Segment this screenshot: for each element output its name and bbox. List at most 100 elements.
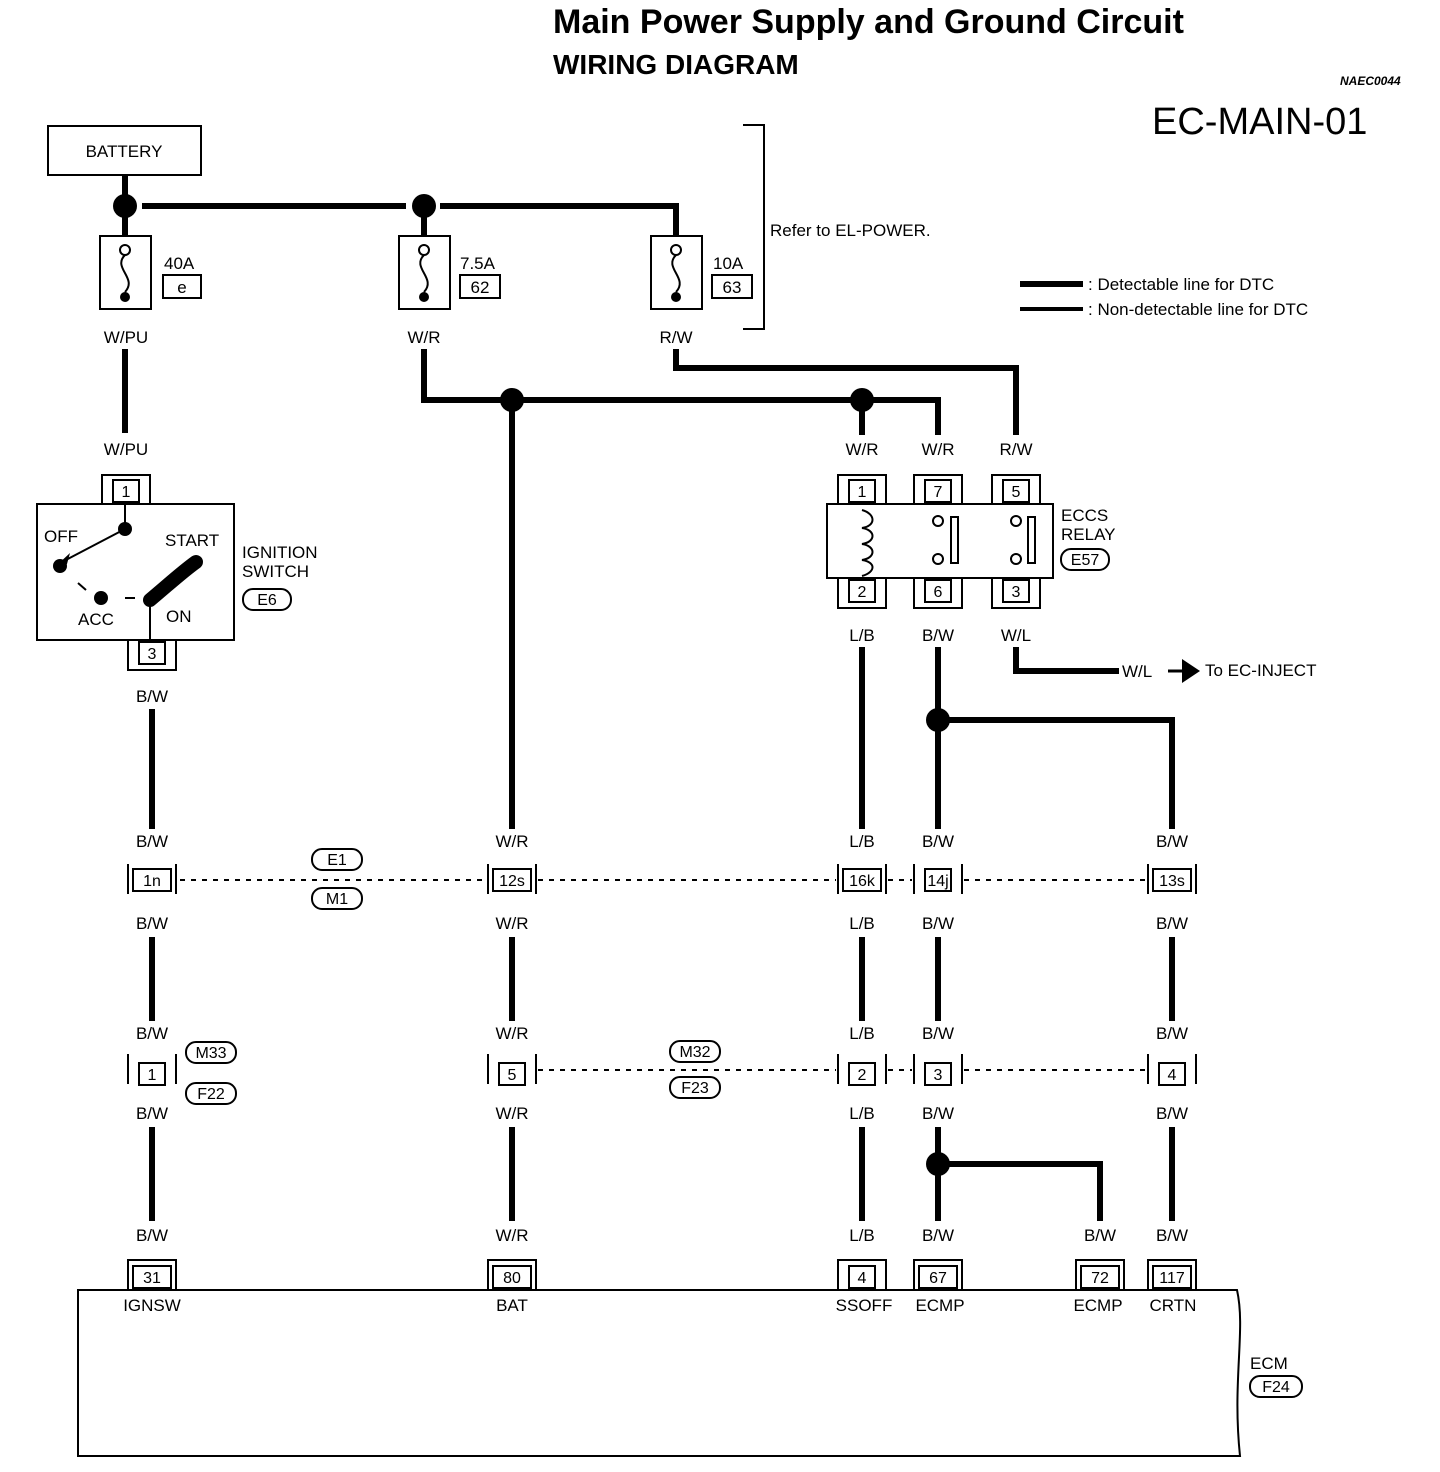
wire-color: R/W	[999, 440, 1032, 459]
connector-id: F24	[1262, 1379, 1290, 1396]
connector-tag	[185, 1082, 237, 1105]
wire-color: W/R	[495, 1104, 528, 1123]
legend-non-detectable: : Non-detectable line for DTC	[1088, 300, 1308, 319]
pin-number: 1n	[143, 873, 161, 890]
fuse-rating: 7.5A	[460, 254, 496, 273]
page-id: EC-MAIN-01	[1152, 101, 1367, 143]
refer-bracket	[743, 124, 765, 330]
ecm-terminal: ECMP	[1073, 1296, 1122, 1315]
pin-number: 6	[934, 584, 943, 601]
pin-number: 2	[858, 584, 867, 601]
wire-color: B/W	[136, 1104, 168, 1123]
pin-number: 80	[503, 1270, 521, 1287]
wire-color: B/W	[136, 914, 168, 933]
fuse-id: 62	[471, 278, 490, 297]
wire-color: L/B	[849, 1226, 875, 1245]
wire-b-w	[947, 1161, 1103, 1221]
connector-tag	[669, 1040, 721, 1063]
switch-pos-off: OFF	[44, 527, 78, 546]
pin-number: 2	[858, 1067, 867, 1084]
ecm-name: ECM	[1250, 1354, 1288, 1373]
wire-r-w	[673, 349, 1019, 435]
wire-color: B/W	[922, 1104, 954, 1123]
pin-number: 12s	[499, 873, 525, 890]
junction-dot	[926, 1152, 950, 1176]
connector-id: M33	[195, 1045, 226, 1062]
connector-id: E6	[257, 592, 277, 609]
refer-note: Refer to EL-POWER.	[770, 221, 931, 240]
doc-code: NAEC0044	[1340, 74, 1401, 88]
junction-dot	[412, 194, 436, 218]
switch-pos-acc: ACC	[78, 610, 114, 629]
fuse-id-box	[711, 274, 753, 299]
battery-label: BATTERY	[86, 142, 163, 161]
wire-color: B/W	[922, 1226, 954, 1245]
connector-id: F23	[681, 1080, 709, 1097]
wire-color: B/W	[136, 687, 168, 706]
wire-color: B/W	[922, 914, 954, 933]
wire-color: R/W	[659, 328, 692, 347]
pin-number: 67	[929, 1270, 947, 1287]
connector-pin	[127, 640, 177, 671]
pin-number: 3	[934, 1067, 943, 1084]
harness1-pins	[127, 864, 1197, 894]
pin-number: 5	[508, 1067, 517, 1084]
wire-color: B/W	[1156, 1226, 1188, 1245]
fuse-id: 63	[723, 278, 742, 297]
wire-color: B/W	[1084, 1226, 1116, 1245]
pin-number: 1	[858, 484, 867, 501]
pin-number: 4	[858, 1270, 867, 1287]
connector-id: E57	[1071, 552, 1100, 569]
ignition-switch-box	[36, 503, 235, 641]
wire-color: L/B	[849, 626, 875, 645]
relay-coil	[861, 509, 874, 577]
relay-top-connectors	[837, 474, 1041, 504]
pin-number: 1	[148, 1067, 157, 1084]
wire-color: B/W	[922, 832, 954, 851]
pin-number: 16k	[849, 873, 876, 890]
ignition-switch-name: SWITCH	[242, 562, 309, 581]
relay-name: ECCS	[1061, 506, 1108, 525]
fuse-7-5a	[398, 235, 451, 310]
wire-color: B/W	[1156, 914, 1188, 933]
junction-dot	[850, 388, 874, 412]
pin-number: 4	[1168, 1067, 1177, 1084]
junction-dot	[926, 708, 950, 732]
wire-b-w	[947, 717, 1175, 829]
page-subtitle: WIRING DIAGRAM	[553, 49, 799, 80]
fuse-rating: 10A	[713, 254, 744, 273]
wire-color: B/W	[1156, 1024, 1188, 1043]
fuse-id: e	[177, 278, 186, 297]
wire-color: B/W	[922, 1024, 954, 1043]
pin-number: 5	[1012, 484, 1021, 501]
junction-dot	[113, 194, 137, 218]
wire-color: W/R	[495, 1226, 528, 1245]
wire-color: B/W	[136, 1024, 168, 1043]
wire-color: B/W	[136, 832, 168, 851]
wire-color: W/PU	[104, 440, 148, 459]
fuse-id-box	[459, 274, 501, 299]
fuse-10a	[650, 235, 703, 310]
relay-contacts	[932, 515, 1036, 565]
pin-number: 14j	[927, 873, 948, 890]
wire-color: B/W	[136, 1226, 168, 1245]
switch-pos-on: ON	[166, 607, 192, 626]
wire-color: W/L	[1001, 626, 1031, 645]
wire-color: L/B	[849, 1104, 875, 1123]
connector-id: M32	[679, 1044, 710, 1061]
wire-color: W/R	[495, 1024, 528, 1043]
ecm-pins	[127, 1259, 1197, 1290]
ecm-terminal: CRTN	[1150, 1296, 1197, 1315]
connector-tag	[1249, 1375, 1303, 1398]
connector-id: F22	[197, 1086, 225, 1103]
ecm-terminal: BAT	[496, 1296, 528, 1315]
ecm-box	[77, 1289, 1242, 1457]
page-title: Main Power Supply and Ground Circuit	[553, 3, 1184, 41]
switch-dash	[77, 582, 87, 591]
fuse-40a	[99, 235, 152, 310]
wire-color: L/B	[849, 914, 875, 933]
wire-w-r-1	[421, 349, 503, 403]
connector-tag	[669, 1076, 721, 1099]
wire-color: W/R	[921, 440, 954, 459]
